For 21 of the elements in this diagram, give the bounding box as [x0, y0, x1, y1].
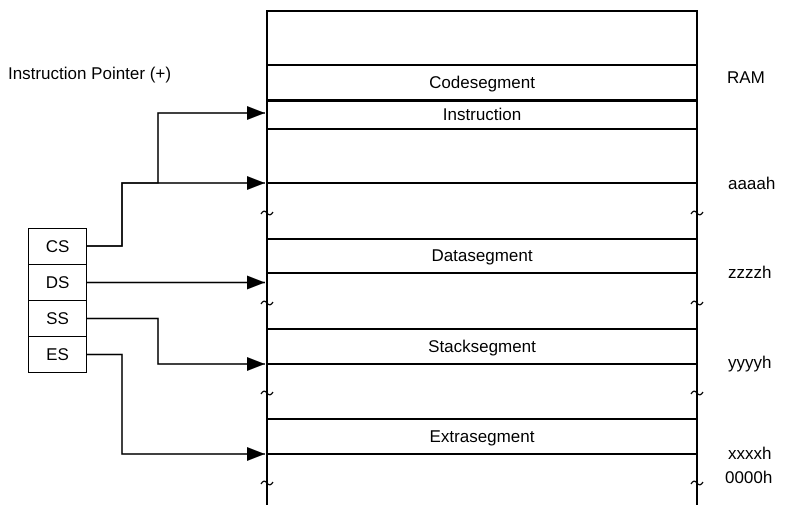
- address-label: 0000h: [725, 468, 772, 488]
- memory-segment: Datasegment: [268, 238, 696, 274]
- register-box: DS: [28, 264, 87, 301]
- arrow: [87, 354, 265, 461]
- address-label: yyyyh: [728, 353, 772, 373]
- memory-segment: Codesegment: [268, 64, 696, 101]
- arrow: [87, 276, 265, 290]
- memory-column: [266, 10, 698, 505]
- arrow: [87, 176, 265, 247]
- memory-segment: Instruction: [268, 100, 696, 130]
- address-label: zzzzh: [728, 263, 772, 283]
- memory-label: RAM: [727, 68, 765, 88]
- address-label: xxxxh: [728, 444, 772, 464]
- memory-segment: Extrasegment: [268, 418, 696, 455]
- pointer-label: Instruction Pointer (+): [8, 64, 171, 84]
- register-box: ES: [28, 336, 87, 373]
- address-label: aaaah: [728, 174, 776, 194]
- memory-segment: Stacksegment: [268, 328, 696, 365]
- arrow: [87, 318, 265, 371]
- register-box: SS: [28, 300, 87, 337]
- register-box: CS: [28, 228, 87, 265]
